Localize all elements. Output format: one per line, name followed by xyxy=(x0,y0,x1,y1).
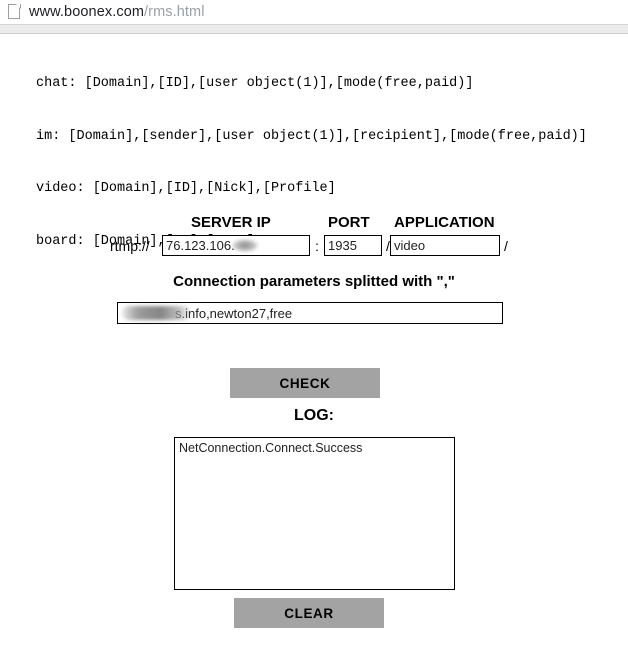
rtmp-protocol-label: rtmp:// xyxy=(110,238,150,254)
url-path: /rms.html xyxy=(144,4,205,20)
url-text: www.boonex.com/rms.html xyxy=(29,4,205,20)
port-input[interactable] xyxy=(324,235,382,256)
code-line-video: video: [Domain],[ID],[Nick],[Profile] xyxy=(36,181,336,196)
page-content: chat: [Domain],[ID],[user object(1)],[mo… xyxy=(0,34,628,652)
column-header-application: APPLICATION xyxy=(394,214,495,231)
log-textarea[interactable]: NetConnection.Connect.Success xyxy=(174,437,455,590)
server-ip-input[interactable] xyxy=(162,235,310,256)
connection-parameters-title: Connection parameters splitted with "," xyxy=(173,273,455,290)
code-line-im: im: [Domain],[sender],[user object(1)],[… xyxy=(36,128,587,144)
chrome-divider xyxy=(0,24,628,34)
column-header-server-ip: SERVER IP xyxy=(191,214,271,231)
browser-url-bar[interactable]: www.boonex.com/rms.html xyxy=(0,0,628,24)
rtmp-url-row: rtmp:// : / / xyxy=(0,235,628,257)
clear-button[interactable]: CLEAR xyxy=(234,598,384,628)
code-line-chat: chat: [Domain],[ID],[user object(1)],[mo… xyxy=(36,76,474,91)
log-title: LOG: xyxy=(294,407,334,424)
colon-separator: : xyxy=(315,238,319,254)
check-button[interactable]: CHECK xyxy=(230,368,380,398)
slash-separator-1: / xyxy=(386,238,390,254)
slash-separator-2: / xyxy=(504,238,508,254)
connection-parameters-input[interactable] xyxy=(117,302,503,324)
url-host: www.boonex.com xyxy=(29,4,145,20)
page-document-icon xyxy=(8,4,21,20)
column-header-port: PORT xyxy=(328,214,370,231)
application-input[interactable] xyxy=(390,235,500,256)
